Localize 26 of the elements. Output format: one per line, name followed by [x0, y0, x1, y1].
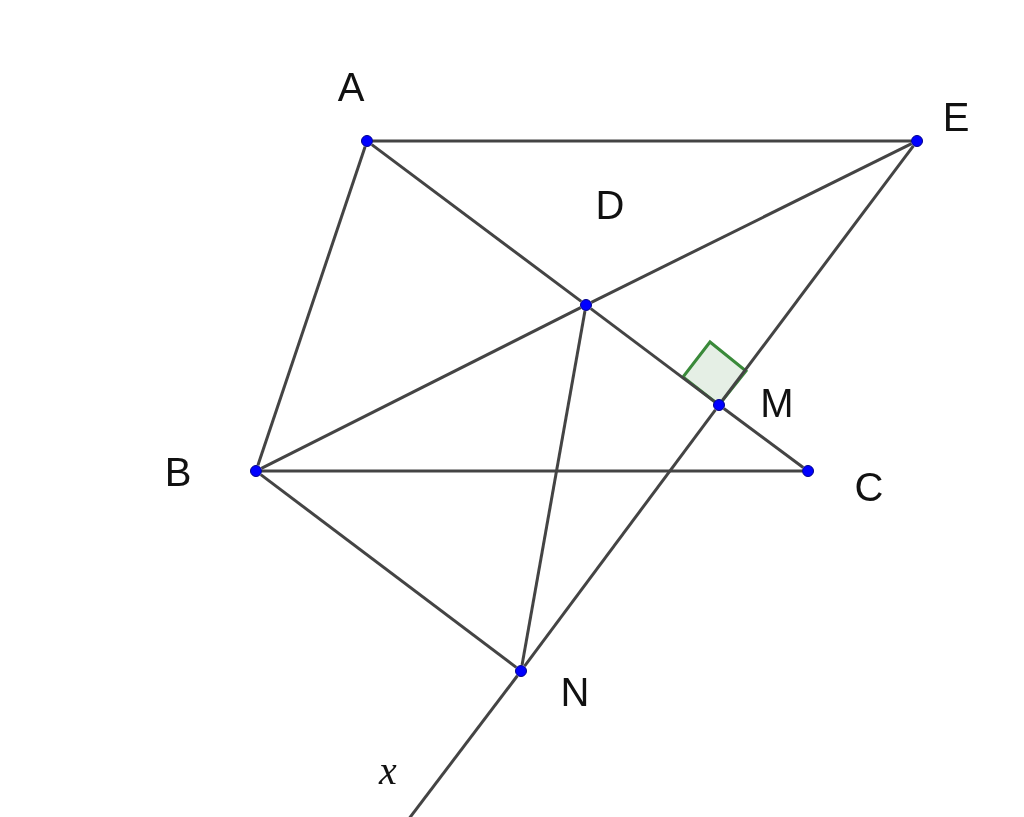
line-segment [373, 139, 911, 143]
point-dot [580, 299, 592, 311]
point-label: N [560, 672, 590, 712]
point-label: E [942, 97, 970, 137]
ray-label: x [379, 751, 397, 791]
point-dot [911, 135, 923, 147]
line-segment [589, 307, 716, 403]
line-segment [262, 469, 802, 473]
line-segment [590, 142, 913, 304]
point-label: M [760, 383, 794, 423]
point-dot [515, 665, 527, 677]
point-label: B [164, 452, 192, 492]
line-segment [370, 143, 583, 303]
line-segment [721, 144, 915, 402]
line-segment [259, 473, 518, 669]
point-dot [250, 465, 262, 477]
line-segment [722, 407, 805, 469]
line-segment [256, 146, 367, 466]
point-label: D [595, 185, 625, 225]
point-dot [802, 465, 814, 477]
point-label: A [337, 67, 365, 107]
point-dot [361, 135, 373, 147]
line-segment [260, 306, 582, 470]
line-segment [523, 408, 717, 668]
line-segment [520, 310, 587, 666]
point-label: C [854, 467, 884, 507]
